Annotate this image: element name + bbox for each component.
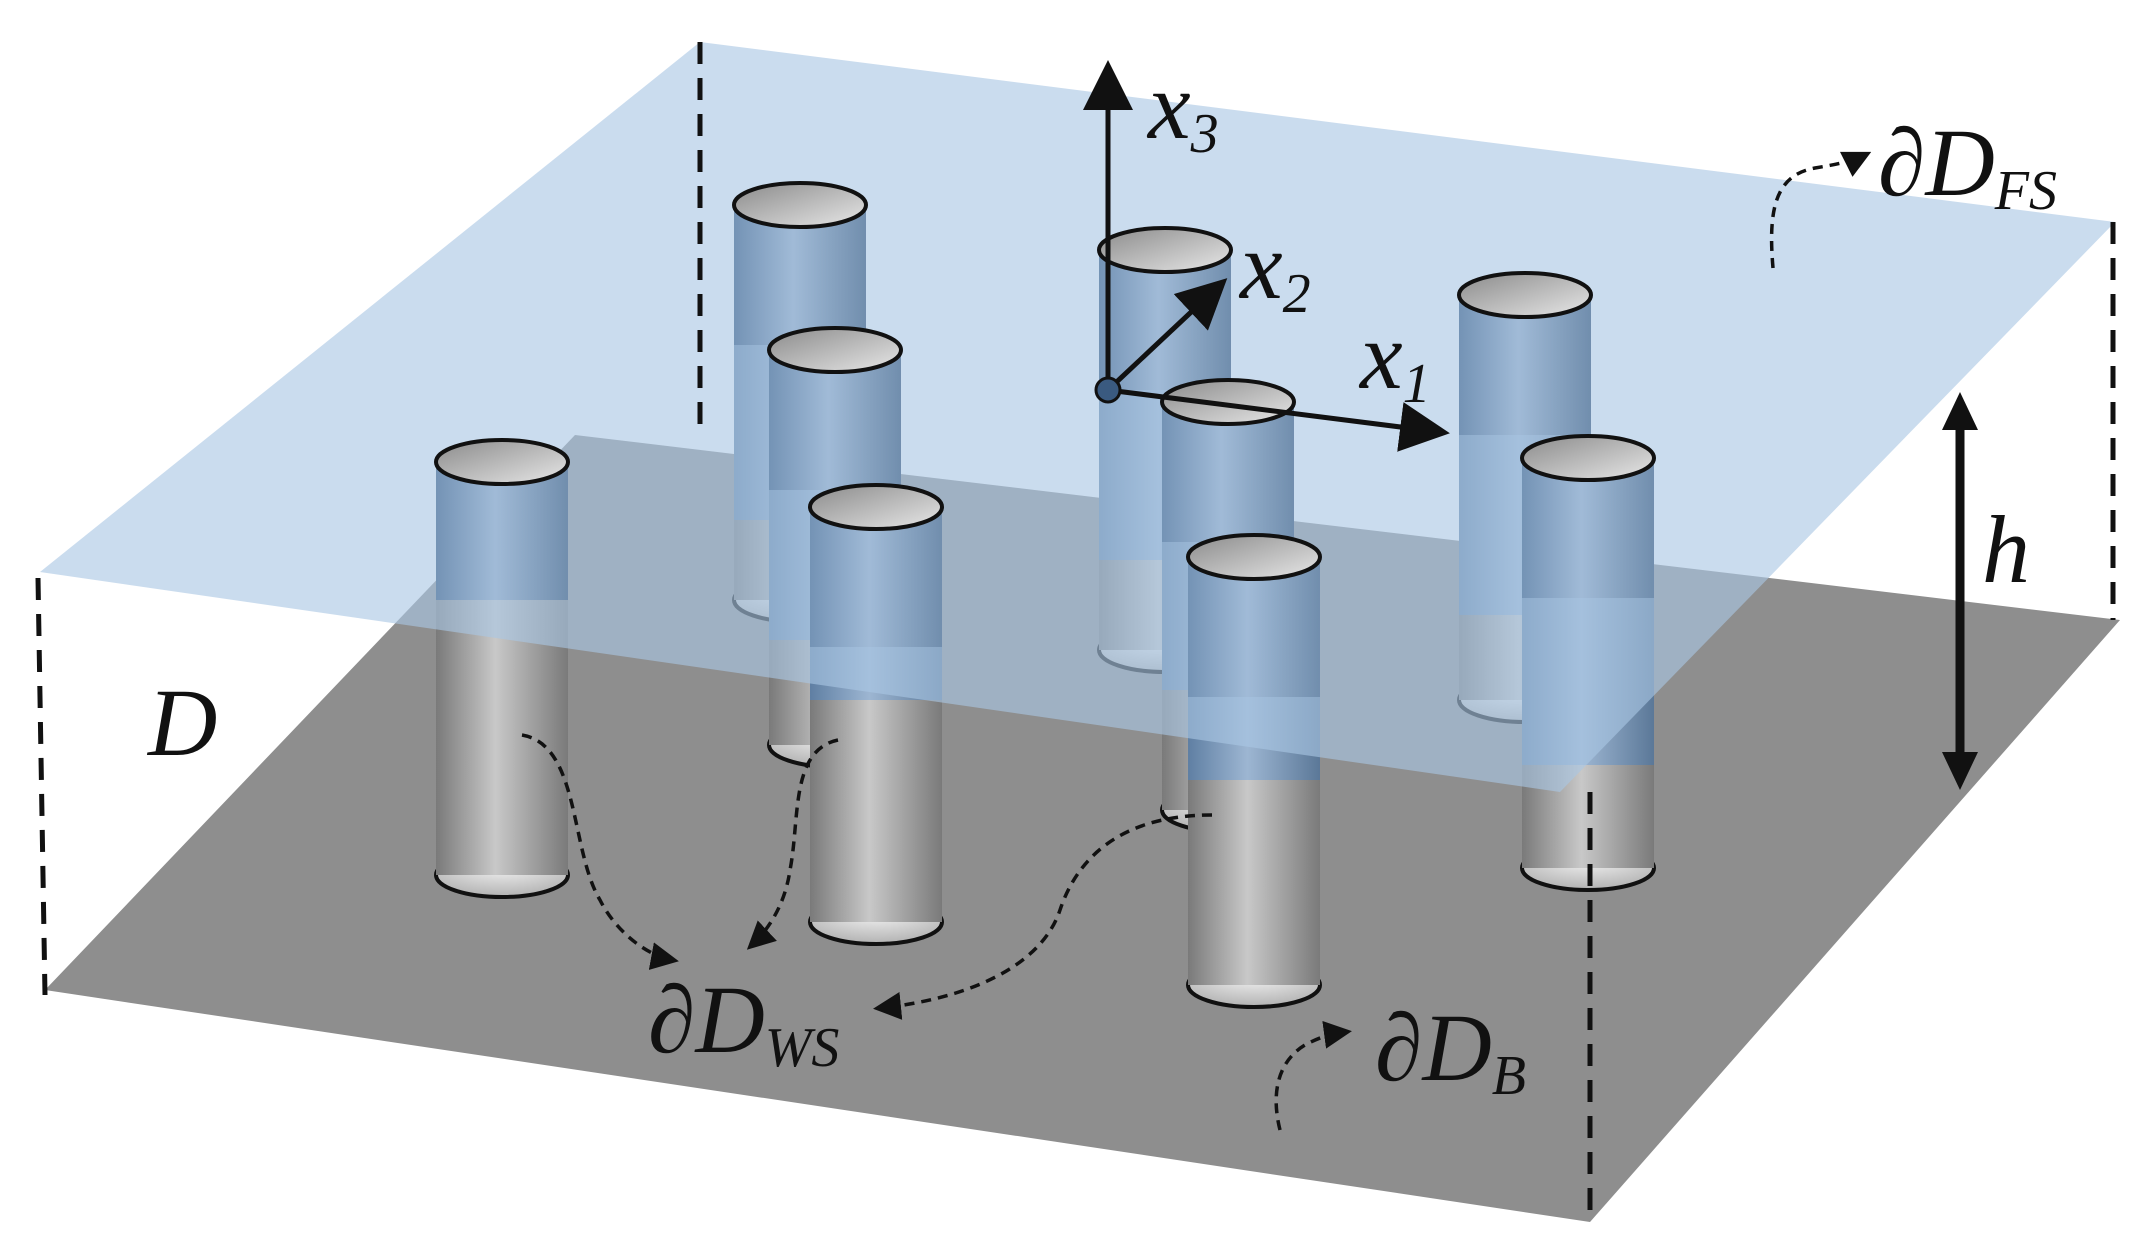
- cylinder-caps: [434, 181, 1656, 697]
- cylinder-submerged-body: [436, 600, 568, 875]
- cylinder-top-cap: [1160, 378, 1296, 426]
- cylinder-top-cap: [1520, 434, 1656, 482]
- label-x3: x3: [1146, 52, 1219, 165]
- depth-arrow: [1942, 392, 1978, 790]
- cylinder-top-cap: [1097, 226, 1233, 274]
- label-free-surface: ∂DFS: [1878, 109, 2057, 222]
- pointer-arrows: [521, 151, 1872, 1131]
- free-surface-plane: [40, 42, 2115, 792]
- label-x2: x2: [1238, 212, 1311, 325]
- fs-pointer: [1769, 151, 1872, 269]
- cylinder-top-cap: [434, 438, 570, 486]
- ws-pointer-2: [746, 738, 839, 950]
- label-wetted-surface: ∂DWS: [648, 966, 839, 1079]
- cylinder-top-cap: [808, 483, 944, 531]
- origin-marker: [1094, 376, 1122, 404]
- box-edges: [35, 42, 2116, 1222]
- coordinate-axes: [1083, 60, 1450, 452]
- label-x1: x1: [1358, 302, 1431, 415]
- label-depth: h: [1982, 496, 2030, 603]
- cylinder-submerged-body: [810, 700, 942, 922]
- edge-left: [35, 577, 48, 996]
- ws-pointer-1: [521, 733, 679, 970]
- cylinder-top-cap: [767, 326, 903, 374]
- label-bottom: ∂DB: [1375, 994, 1526, 1107]
- cylinder-top-cap: [732, 181, 868, 229]
- cylinder-top-cap: [1457, 271, 1593, 319]
- bottom-pointer: [1274, 1020, 1352, 1131]
- cylinder-top-cap: [1186, 533, 1322, 581]
- cylinder-submerged-body: [1188, 780, 1320, 985]
- label-domain: D: [146, 669, 217, 776]
- x2-axis: [1106, 278, 1228, 392]
- x1-axis: [1107, 387, 1450, 452]
- ws-pointer-3: [873, 813, 1213, 1020]
